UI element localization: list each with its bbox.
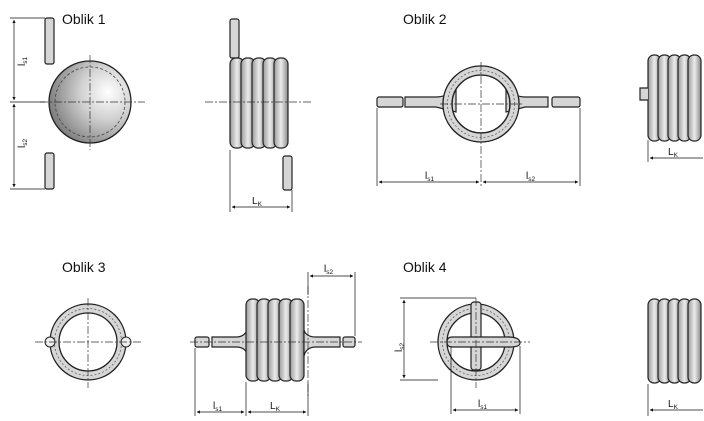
oblik-3-side-view: ls2 ls1 LK bbox=[190, 264, 362, 416]
dim-ls1-2: ls1 bbox=[425, 171, 434, 183]
dim-ls2-3: ls2 bbox=[324, 264, 333, 276]
dim-ls2: ls2 bbox=[17, 139, 29, 148]
title-oblik-2: Oblik 2 bbox=[403, 11, 447, 27]
coil-turns bbox=[229, 57, 289, 149]
dim-ls1-4: ls1 bbox=[478, 399, 487, 411]
title-oblik-1: Oblik 1 bbox=[62, 11, 106, 27]
oblik-1-side-view: LK bbox=[205, 18, 312, 212]
dim-ls1: ls1 bbox=[17, 57, 29, 66]
dim-lk-3: LK bbox=[270, 401, 281, 413]
leg-top bbox=[44, 17, 55, 65]
title-oblik-3: Oblik 3 bbox=[62, 259, 106, 275]
oblik-1-end-view: ls1 ls2 bbox=[10, 17, 145, 190]
dim-lk-1: LK bbox=[252, 196, 263, 208]
dim-lk-2: LK bbox=[668, 147, 679, 159]
dim-ls2-2: ls2 bbox=[526, 171, 535, 183]
oblik-4-side-view: LK bbox=[647, 298, 703, 416]
oblik-4-end-view: ls2 ls1 bbox=[394, 297, 530, 414]
dim-ls1-3: ls1 bbox=[213, 401, 222, 413]
title-oblik-4: Oblik 4 bbox=[403, 259, 447, 275]
leg-bottom bbox=[44, 152, 55, 190]
dim-lk-4: LK bbox=[668, 399, 679, 411]
oblik-2-end-view: ls1 ls2 bbox=[376, 62, 581, 186]
dim-ls2-4: ls2 bbox=[394, 343, 406, 352]
oblik-2-side-view: LK bbox=[639, 54, 703, 162]
oblik-3-end-view bbox=[35, 298, 142, 388]
